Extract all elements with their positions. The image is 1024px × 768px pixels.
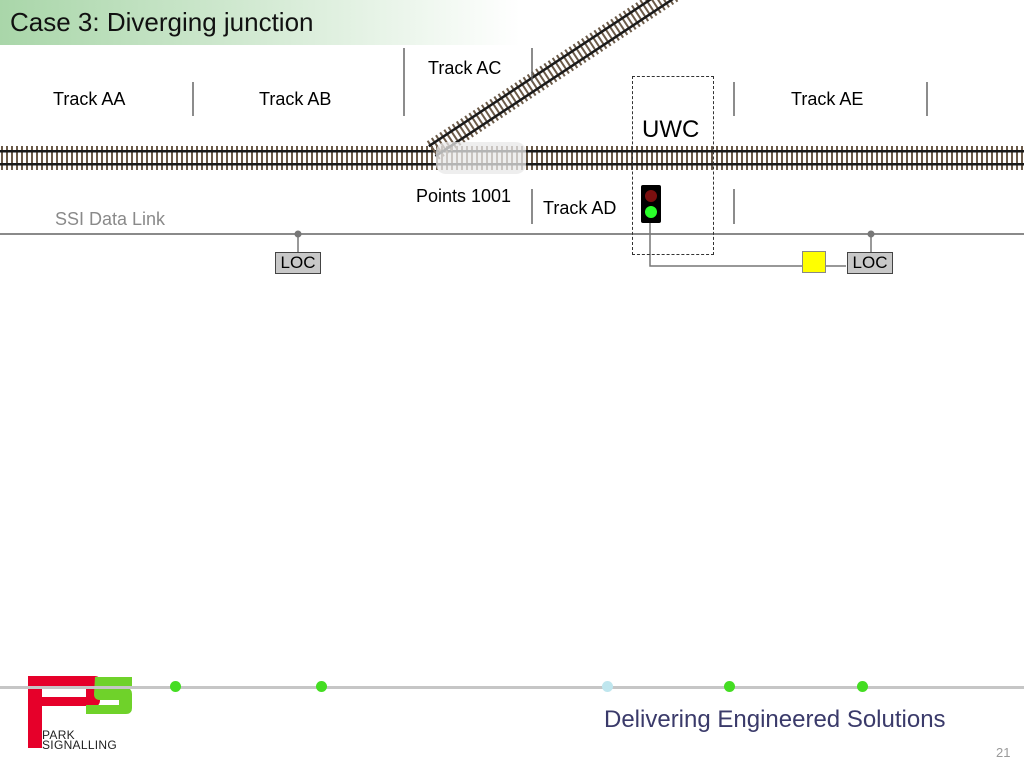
signal-head [641,185,661,223]
title-band [0,0,520,45]
logo-text-park: PARK [42,728,75,742]
diverging-track [425,0,739,161]
loc-box-right: LOC [847,252,893,274]
logo-text-signalling: SIGNALLING [42,738,118,752]
ssi-data-link-label: SSI Data Link [55,209,166,229]
track-section-dividers [192,48,928,224]
footer-line [0,686,1024,689]
green-aspect-lamp [645,206,657,218]
red-aspect-lamp [645,190,657,202]
page-number: 21 [996,745,1011,760]
yellow-interface-box [802,251,826,273]
points-label: Points 1001 [416,186,512,206]
signal-wiring [649,223,846,267]
track-ac-label: Track AC [428,58,502,78]
uwc-boundary [632,76,714,255]
ssi-data-link [0,230,1024,252]
loc-box-left: LOC [275,252,321,274]
points-highlight [436,142,526,174]
footer-dot [857,681,868,692]
track-ae-label: Track AE [791,89,864,109]
uwc-label: UWC [642,116,700,143]
footer-dot [724,681,735,692]
footer-dot [602,681,613,692]
footer-dot [316,681,327,692]
footer-dot [170,681,181,692]
track-ab-label: Track AB [259,89,332,109]
track-aa-label: Track AA [53,89,126,109]
slide-title: Case 3: Diverging junction [10,7,314,37]
footer-slogan: Delivering Engineered Solutions [604,706,946,733]
track-ad-label: Track AD [543,198,617,218]
